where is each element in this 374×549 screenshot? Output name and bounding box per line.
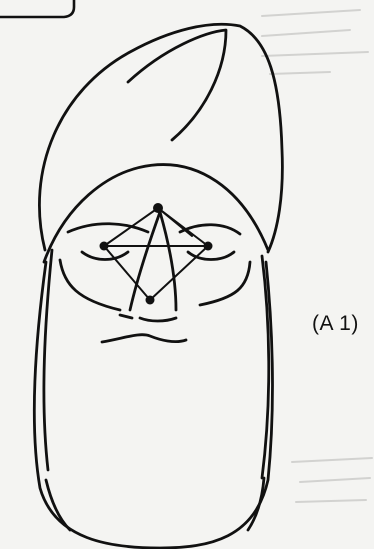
- frame-corner: [0, 0, 74, 17]
- forehead-landmark: [153, 203, 163, 213]
- right-cheek: [200, 262, 250, 305]
- beard-strand-left: [46, 480, 70, 530]
- nose-bridge-right: [160, 212, 176, 310]
- figure-label: (A 1): [312, 312, 359, 336]
- right-eye-to-nose: [150, 246, 208, 300]
- left-cheek: [60, 260, 120, 310]
- head-outline-icon: [34, 24, 282, 548]
- forehead-line: [44, 165, 268, 262]
- left-brow: [68, 224, 148, 232]
- left-hair-strand: [44, 250, 52, 470]
- nostril-left: [120, 315, 132, 318]
- left-eye-lower: [82, 252, 128, 260]
- right-eye-landmark: [204, 242, 213, 251]
- mouth: [102, 335, 186, 342]
- nose-landmark: [146, 296, 155, 305]
- left-eye-landmark: [100, 242, 109, 251]
- bleed-through-text: [262, 10, 372, 502]
- beard-strand-right: [248, 478, 264, 530]
- upper-lip: [140, 318, 176, 321]
- face-outline: [34, 262, 272, 548]
- landmark-points: [100, 203, 213, 305]
